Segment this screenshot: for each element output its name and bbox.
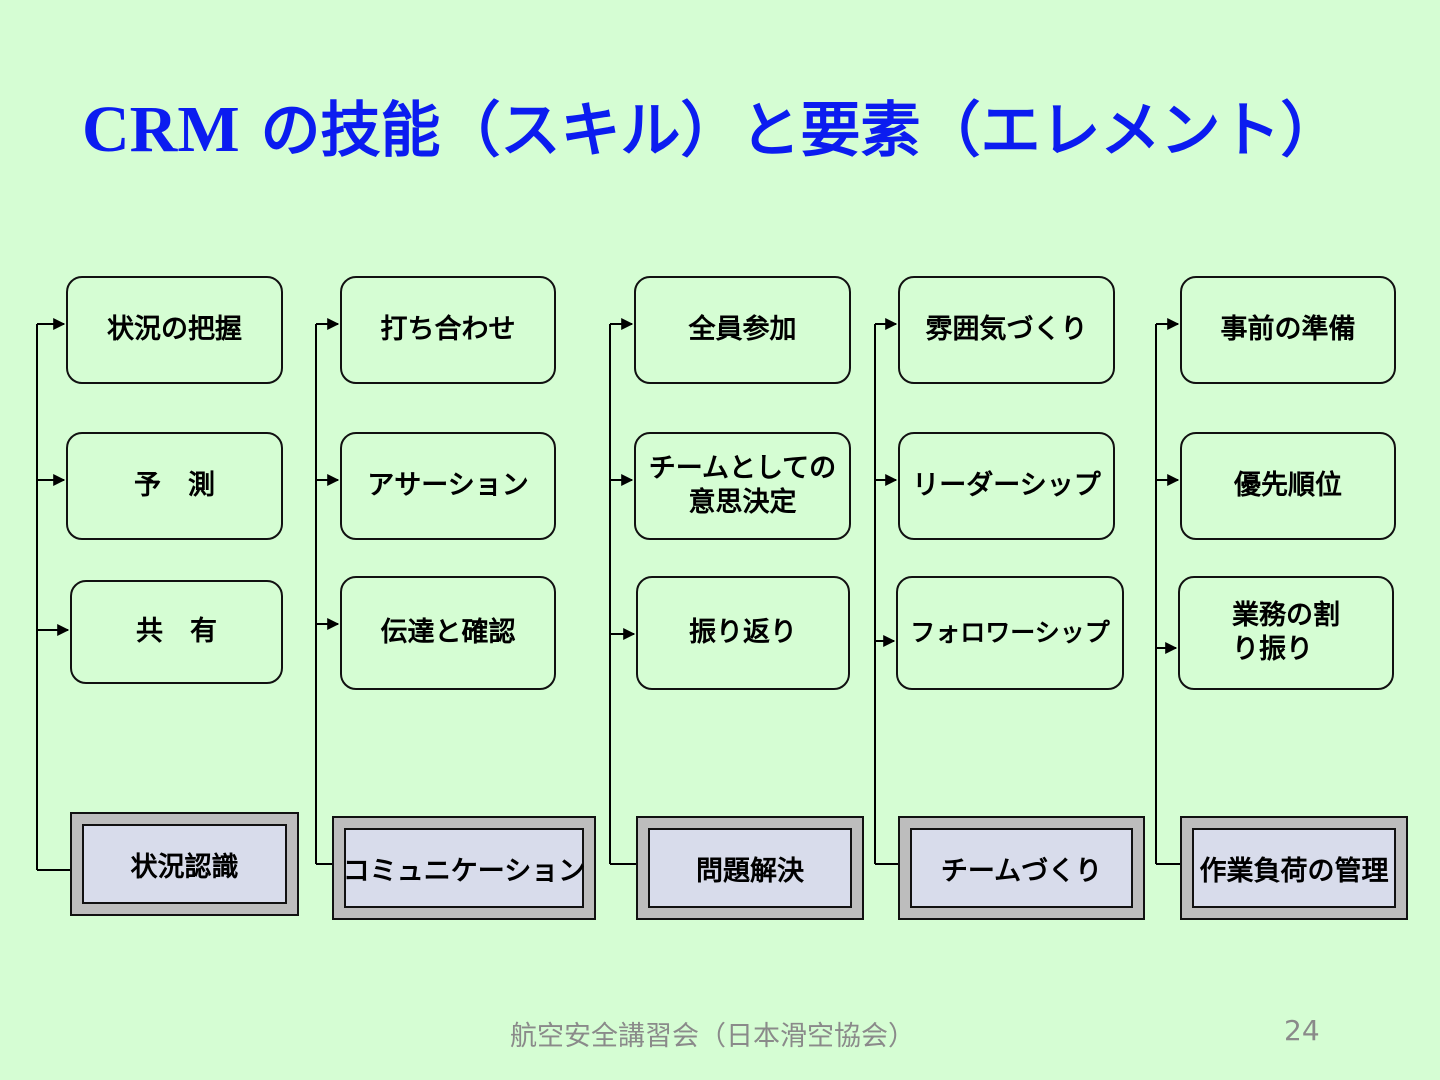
element-box-c1-r3: 共 有 [70,580,283,684]
category-box-c2: コミュニケーション [332,816,596,920]
title-text: の技能（スキル）と要素（エレメント） [239,96,1341,166]
element-box-c3-r1: 全員参加 [634,276,851,384]
element-label: 共 有 [136,616,217,648]
element-label: 全員参加 [688,314,797,346]
element-label: 振り返り [689,617,797,649]
title-prefix: CRM [82,93,240,166]
element-label: 予 測 [134,470,215,502]
category-label: 状況認識 [82,824,287,904]
category-label: コミュニケーション [343,828,585,908]
category-box-c3: 問題解決 [636,816,864,920]
element-label: 状況の把握 [107,314,242,346]
element-box-c5-r2: 優先順位 [1180,432,1396,540]
element-label: チームとしての 意思決定 [648,453,837,518]
element-box-c3-r3: 振り返り [636,576,850,690]
category-label: チームづくり [910,828,1133,908]
element-box-c3-r2: チームとしての 意思決定 [634,432,851,540]
element-label: 事前の準備 [1220,314,1356,346]
element-label: 打ち合わせ [380,314,516,346]
element-box-c4-r3: フォロワーシップ [896,576,1124,690]
element-label: 業務の割 り振り [1232,600,1340,665]
element-label: リーダーシップ [912,470,1101,502]
category-box-c5: 作業負荷の管理 [1180,816,1408,920]
element-box-c4-r1: 雰囲気づくり [898,276,1115,384]
category-label: 問題解決 [648,828,852,908]
category-label: 作業負荷の管理 [1192,828,1396,908]
element-box-c5-r3: 業務の割 り振り [1178,576,1394,690]
element-box-c4-r2: リーダーシップ [898,432,1115,540]
element-box-c1-r2: 予 測 [66,432,283,540]
element-box-c1-r1: 状況の把握 [66,276,283,384]
element-box-c2-r1: 打ち合わせ [340,276,556,384]
element-label: 優先順位 [1234,470,1342,502]
element-label: フォロワーシップ [910,618,1110,648]
category-box-c1: 状況認識 [70,812,299,916]
element-box-c5-r1: 事前の準備 [1180,276,1396,384]
category-box-c4: チームづくり [898,816,1145,920]
element-label: アサーション [367,470,529,502]
element-box-c2-r2: アサーション [340,432,556,540]
page-number: 24 [1284,1014,1320,1047]
element-label: 雰囲気づくり [925,314,1088,346]
element-label: 伝達と確認 [380,617,516,649]
footer-text: 航空安全講習会（日本滑空協会） [510,1021,915,1052]
slide-title: CRM の技能（スキル）と要素（エレメント） [82,82,1341,169]
element-box-c2-r3: 伝達と確認 [340,576,556,690]
